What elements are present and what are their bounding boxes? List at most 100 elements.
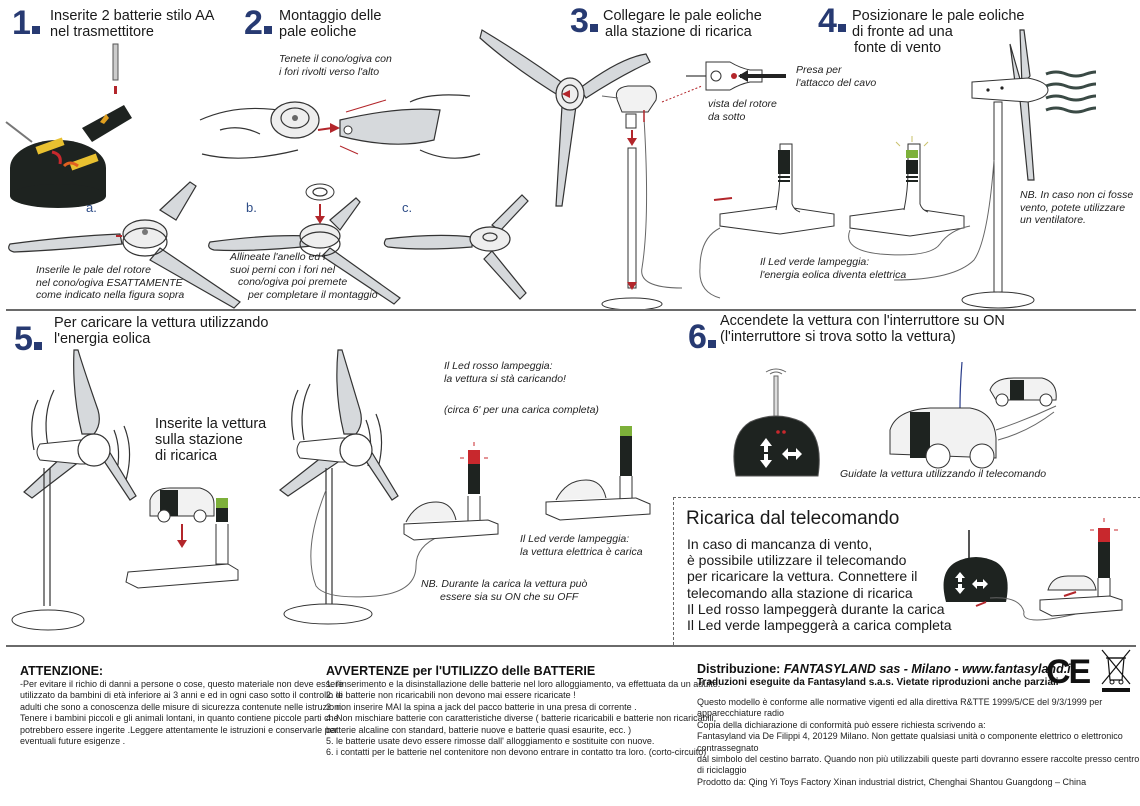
- remote-charge-line: Il Led verde lampeggerà a carica complet…: [687, 617, 952, 634]
- note-line: la vettura elettrica è carica: [520, 545, 643, 558]
- step-2-number: 2: [244, 6, 272, 40]
- step-3-title: Collegare le pale eoliche alla stazione …: [603, 8, 762, 40]
- step-4-fan-note: NB. In caso non ci fosse vento, potete u…: [1020, 189, 1133, 227]
- step-5-green-led-note: Il Led verde lampeggia: la vettura elett…: [520, 533, 643, 558]
- remote-charge-line: telecomando alla stazione di ricarica: [687, 584, 913, 601]
- step-5-title: Per caricare la vettura utilizzando l'en…: [54, 315, 268, 347]
- rotor-underside-view: [686, 61, 786, 91]
- step-1-title: Inserite 2 batterie stilo AA nel trasmet…: [50, 8, 214, 40]
- step-5-title-line: l'energia eolica: [54, 331, 151, 347]
- step-4-title-line: fonte di vento: [854, 40, 942, 56]
- step-2-note: Tenete il cono/ogiva con i fori rivolti …: [279, 53, 392, 78]
- note-line: vento, potete utilizzare: [1020, 201, 1126, 214]
- step-2-title-line: pale eoliche: [279, 24, 357, 40]
- step-2-title: Montaggio delle pale eoliche: [279, 8, 381, 40]
- note-line: cono/ogiva poi premete: [238, 276, 348, 288]
- footer-divider: [6, 645, 1136, 647]
- step-5-title-line: Per caricare la vettura utilizzando: [54, 315, 269, 331]
- note-line: nel cono/ogiva ESATTAMENTE: [36, 276, 183, 289]
- step-6-drive-note: Guidate la vettura utilizzando il teleco…: [840, 468, 1047, 480]
- batteries-warning-text: 1. l'inserimento e la disinstallazione d…: [326, 679, 720, 759]
- step-4-title-line: Posizionare le pale eoliche: [852, 8, 1025, 24]
- compliance-text: Questo modello è conforme alle normative…: [697, 697, 1140, 788]
- remote-charge-line: Il Led rosso lampeggerà durante la caric…: [687, 600, 945, 617]
- insert-text-line: Inserite la vettura: [155, 416, 267, 432]
- note-line: essere sia su ON che su OFF: [440, 590, 579, 603]
- remote-charge-line: è possibile utilizzare il telecomando: [687, 552, 907, 569]
- note-line: un ventilatore.: [1020, 214, 1086, 226]
- attention-line: potrebbero essere ingerite .Leggere atte…: [20, 724, 338, 735]
- step-3-number: 3: [570, 4, 598, 38]
- rotor-assembly-b: [208, 183, 401, 305]
- step-1-title-line: nel trasmettitore: [50, 24, 154, 40]
- note-line: Inserile le pale del rotore: [36, 264, 151, 276]
- note-line: la vettura si stà caricando!: [444, 372, 566, 385]
- note-line: vista del rotore: [708, 98, 777, 110]
- distribution-line: Distribuzione: FANTASYLAND sas - Milano …: [697, 662, 1075, 676]
- remote-charge-line: In caso di mancanza di vento,: [687, 536, 873, 552]
- compliance-line: Questo modello è conforme alle normative…: [697, 697, 1103, 719]
- remote-control-illustration: [733, 368, 820, 477]
- step-2-title-line: Montaggio delle: [279, 8, 382, 24]
- note-line: NB. In caso non ci fosse: [1020, 189, 1134, 201]
- compliance-line: Copia della dichiarazione di conformità …: [697, 719, 986, 730]
- battery-warning-line: 4. Non mischiare batterie con caratteris…: [326, 713, 717, 724]
- transmitter-battery-illustration: [5, 43, 132, 208]
- wind-turbine-with-wind-illustration: [893, 29, 1097, 309]
- battery-warning-line: 1. l'inserimento e la disinstallazione d…: [326, 679, 721, 689]
- distribution-company: FANTASYLAND sas - Milano - www.fantasyla…: [783, 662, 1075, 676]
- compliance-line: Fantasyland via De Filippi 4, 20129 Mila…: [697, 731, 1123, 753]
- note-line: come indicato nella figura sopra: [36, 289, 185, 301]
- turbine-connection-illustration: [479, 29, 703, 311]
- distribution-prefix: Distribuzione:: [697, 662, 784, 676]
- remote-charge-box: [673, 497, 1140, 645]
- battery-warning-line: 6. i contatti per le batterie nel conten…: [326, 747, 707, 758]
- compliance-line: Prodotto da: Qing Yi Toys Factory Xinan …: [697, 776, 1087, 787]
- note-line: suoi perni con i fori nel: [230, 263, 336, 276]
- step-1-number: 1: [12, 6, 40, 40]
- hands-assembly-illustration: [199, 94, 481, 159]
- turbine-station-left-illustration: [11, 349, 137, 631]
- translations-note: Traduzioni eseguite da Fantasyland s.a.s…: [697, 677, 1059, 688]
- note-line: i fori rivolti verso l'alto: [279, 65, 380, 78]
- note-line: Il Led verde lampeggia:: [520, 533, 630, 545]
- step-6-number: 6: [688, 320, 716, 354]
- attention-line: utilizzato da bambini di età inferiore a…: [20, 690, 343, 701]
- note-line: NB. Durante la carica la vettura può: [421, 578, 588, 590]
- substep-label-c: c.: [402, 200, 413, 215]
- substep-label-a: a.: [86, 200, 97, 215]
- note-line: per completare il montaggio: [248, 288, 378, 301]
- step-4-number: 4: [818, 4, 846, 38]
- turbine-station-charging-illustration: [279, 349, 441, 625]
- step-4-title: Posizionare le pale eoliche di fronte ad…: [852, 8, 1025, 56]
- compliance-line: dal simbolo del cestino barrato. Quando …: [697, 754, 1140, 776]
- step-6-title-line: Accendete la vettura con l'interruttore …: [720, 313, 1005, 329]
- insert-text-line: di ricarica: [155, 448, 218, 464]
- battery-warning-line: 5. le batterie usate devo essere rimosse…: [326, 736, 655, 747]
- note-line: Il Led rosso lampeggia:: [444, 360, 553, 372]
- step-5-number: 5: [14, 322, 42, 356]
- rotor-assembly-a: [8, 181, 241, 309]
- ce-mark-icon: CE: [1046, 653, 1091, 691]
- battery-warning-line: 3. non inserire MAI la spina a jack del …: [326, 701, 637, 712]
- remote-charge-illustration: [943, 518, 1123, 621]
- step-2a-note: Inserile le pale del rotore nel cono/ogi…: [36, 264, 184, 302]
- step-5-onoff-note: NB. Durante la carica la vettura può ess…: [421, 578, 587, 603]
- section-divider: [6, 309, 1136, 311]
- charging-stations-illustration: [699, 136, 971, 299]
- rotor-assembly-c: [383, 194, 529, 300]
- note-line: Tenete il cono/ogiva con: [279, 53, 392, 65]
- step-3-title-line: alla stazione di ricarica: [605, 24, 752, 40]
- step-1-title-line: Inserite 2 batterie stilo AA: [50, 8, 215, 24]
- step-5-red-led-note: Il Led rosso lampeggia: la vettura si st…: [444, 360, 566, 385]
- station-charged-green-led-illustration: [545, 426, 651, 521]
- step-6-title: Accendete la vettura con l'interruttore …: [720, 313, 1005, 345]
- remote-charge-text: In caso di mancanza di vento, è possibil…: [687, 536, 952, 633]
- station-charging-red-led-illustration: [403, 442, 499, 541]
- substep-label-b: b.: [246, 200, 257, 215]
- note-line: da sotto: [708, 110, 746, 123]
- attention-title: ATTENZIONE:: [20, 664, 104, 678]
- attention-line: Tenere i bambini piccoli e gli animali l…: [20, 713, 339, 724]
- step-4-title-line: di fronte ad una: [852, 24, 953, 40]
- step-3-title-line: Collegare le pale eoliche: [603, 8, 762, 24]
